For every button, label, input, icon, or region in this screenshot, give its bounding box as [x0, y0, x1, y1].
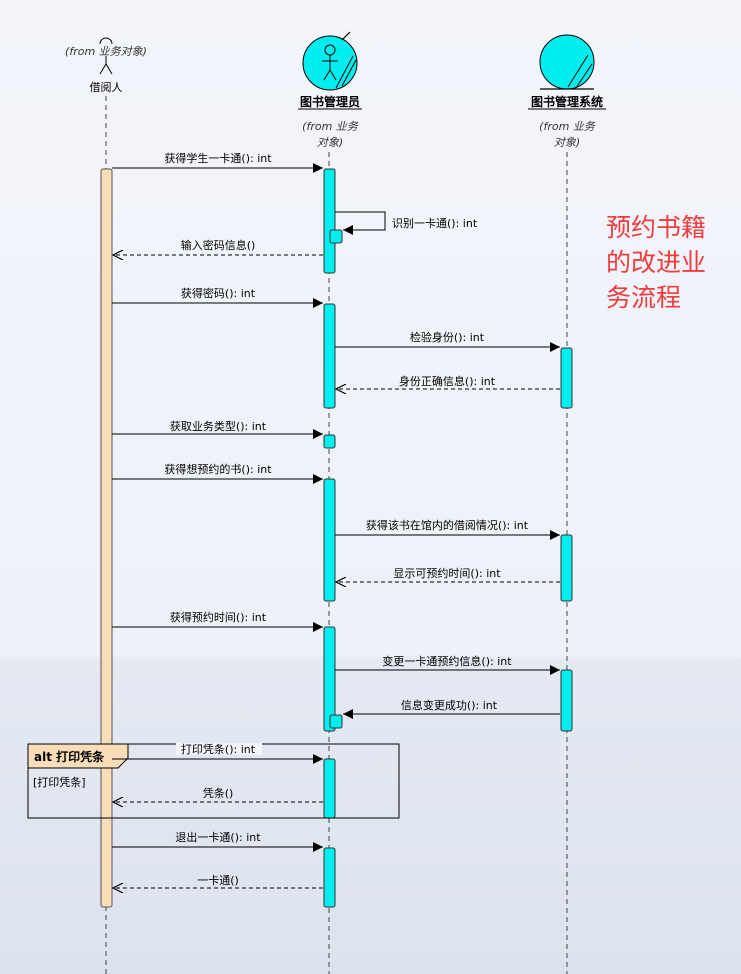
fragment-tag: alt 打印凭条 — [34, 749, 105, 764]
borrower-name: 借阅人 — [90, 81, 123, 94]
activation-librarian-5 — [323, 626, 336, 732]
system-name: 图书管理系统 — [531, 94, 603, 109]
message-label-14: 打印凭条(): int — [181, 742, 256, 756]
note-line-1: 预约书籍 — [606, 213, 707, 242]
activation-librarian-3 — [323, 434, 336, 449]
note-line-2: 的改进业 — [606, 248, 707, 277]
message-label-8: 获得想预约的书(): int — [164, 462, 272, 476]
message-label-12: 变更一卡通预约信息(): int — [382, 654, 512, 668]
message-label-2: 识别一卡通(): int — [392, 217, 478, 230]
activation-librarian-1-nested — [329, 229, 343, 244]
alt-fragment: alt 打印凭条 [打印凭条] — [27, 743, 400, 819]
borrower-from-label: (from 业务对象) — [65, 45, 147, 58]
system-from-label-2: 对象) — [554, 136, 580, 149]
message-label-17: 一卡通() — [197, 874, 239, 887]
message-label-10: 显示可预约时间(): int — [393, 567, 501, 580]
activation-librarian-2 — [323, 303, 336, 409]
message-label-15: 凭条() — [203, 786, 234, 800]
message-label-1: 获得学生一卡通(): int — [164, 151, 272, 165]
message-arrow-2 — [335, 211, 386, 235]
activation-librarian-6 — [323, 758, 336, 819]
activation-librarian-4 — [323, 478, 336, 602]
librarian-name: 图书管理员 — [300, 94, 360, 109]
activation-system-3 — [560, 669, 573, 732]
system-from-label: (from 业务 — [539, 120, 596, 133]
actor-icon — [99, 37, 113, 75]
fragment-guard: [打印凭条] — [33, 775, 86, 789]
activation-librarian-5-nested — [329, 714, 343, 729]
message-label-11: 获得预约时间(): int — [170, 611, 267, 624]
process-note: 预约书籍 的改进业 务流程 — [606, 210, 731, 315]
message-label-13: 信息变更成功(): int — [401, 698, 498, 712]
librarian-from-label: (from 业务 — [302, 120, 359, 133]
note-line-3: 务流程 — [606, 283, 682, 312]
message-label-5: 检验身份(): int — [410, 330, 485, 344]
entity-icon — [539, 34, 595, 90]
message-label-16: 退出一卡通(): int — [175, 830, 261, 844]
activation-librarian-1 — [323, 168, 336, 274]
message-label-3: 输入密码信息() — [181, 238, 256, 252]
message-label-6: 身份正确信息(): int — [399, 374, 496, 388]
message-label-9: 获得该书在馆内的借阅情况(): int — [366, 518, 529, 532]
activation-librarian-7 — [323, 847, 336, 908]
activation-system-2 — [560, 534, 573, 602]
message-label-7: 获取业务类型(): int — [170, 419, 267, 433]
activation-system-1 — [560, 347, 573, 409]
message-label-4: 获得密码(): int — [181, 286, 256, 300]
activation-borrower — [100, 168, 113, 908]
librarian-from-label-2: 对象) — [317, 136, 343, 149]
worker-icon — [302, 31, 358, 91]
